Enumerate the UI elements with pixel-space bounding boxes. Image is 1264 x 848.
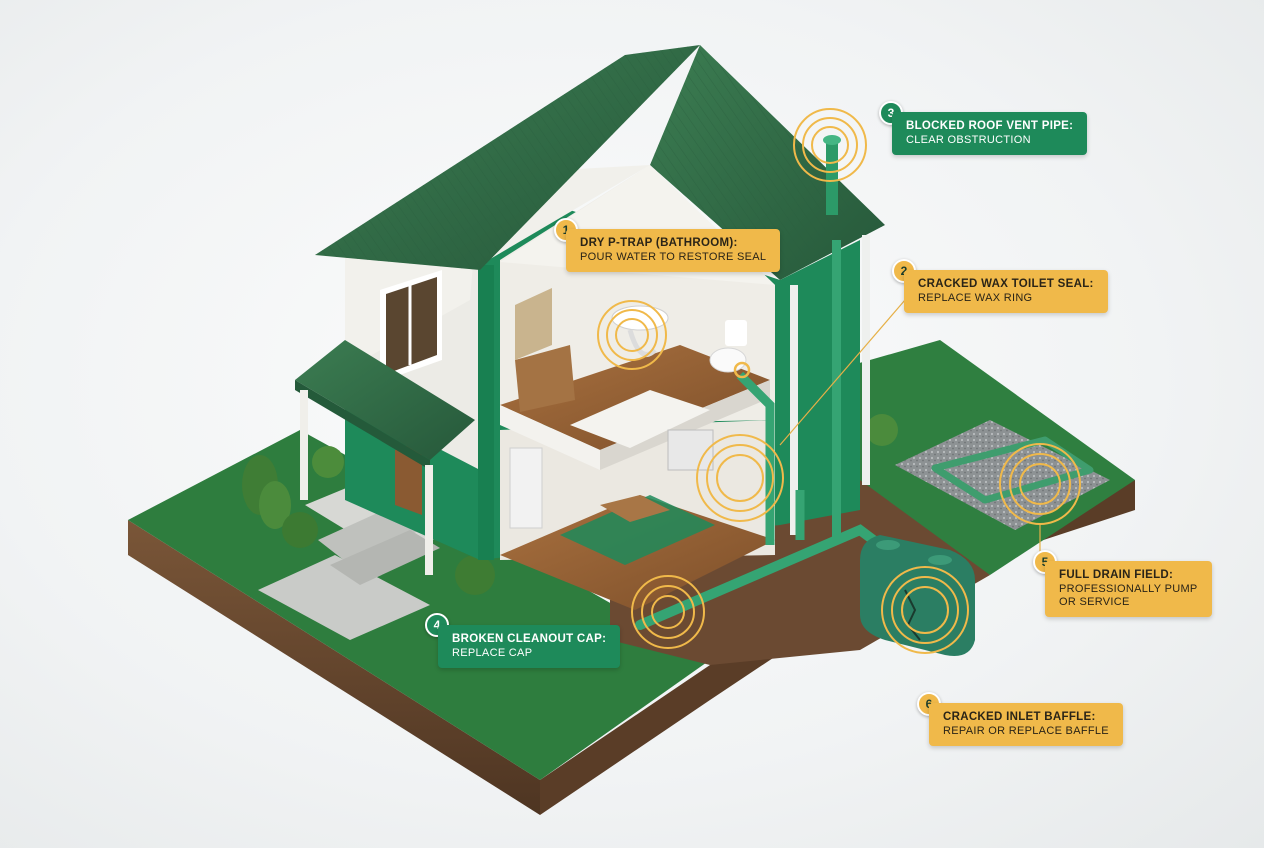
ring-cleanout [631,575,705,649]
callout-5-detail-line1: PROFESSIONALLY PUMP [1059,582,1198,595]
ring-inlet-baffle [881,566,969,654]
callout-1-dry-p-trap: DRY P-TRAP (BATHROOM): POUR WATER TO RES… [566,229,781,272]
septic-tank [860,535,975,656]
bathroom-fixtures [509,288,747,529]
callout-2-wax-toilet-seal: CRACKED WAX TOILET SEAL: REPLACE WAX RIN… [904,270,1108,313]
problem-highlight-rings [597,108,1081,654]
callout-6-title: CRACKED INLET BAFFLE: [943,711,1096,723]
drain-field [895,420,1110,530]
callout-3-roof-vent-pipe: BLOCKED ROOF VENT PIPE: CLEAR OBSTRUCTIO… [892,112,1088,155]
callout-4-detail: REPLACE CAP [452,646,533,659]
callout-6-inlet-baffle: CRACKED INLET BAFFLE: REPAIR OR REPLACE … [929,703,1123,746]
callout-2-title: CRACKED WAX TOILET SEAL: [918,278,1094,290]
callout-6-detail: REPAIR OR REPLACE BAFFLE [943,724,1109,737]
callout-1-title: DRY P-TRAP (BATHROOM): [580,237,738,249]
callout-5-title: FULL DRAIN FIELD: [1059,569,1174,581]
front-details [295,270,475,575]
callout-3-title: BLOCKED ROOF VENT PIPE: [906,120,1074,132]
callout-1-detail: POUR WATER TO RESTORE SEAL [580,250,767,263]
callout-2-detail: REPLACE WAX RING [918,291,1033,304]
callout-4-title: BROKEN CLEANOUT CAP: [452,633,607,645]
callout-5-detail-line2: OR SERVICE [1059,595,1130,608]
ring-wax-seal [696,434,784,522]
ring-vent [793,108,867,182]
ring-p-trap [597,300,667,370]
callout-3-detail: CLEAR OBSTRUCTION [906,133,1031,146]
shrubs [242,414,898,595]
callout-4-cleanout-cap: BROKEN CLEANOUT CAP: REPLACE CAP [438,625,621,668]
callout-5-drain-field: FULL DRAIN FIELD: PROFESSIONALLY PUMP OR… [1045,561,1212,618]
ring-drain-field [999,443,1081,525]
